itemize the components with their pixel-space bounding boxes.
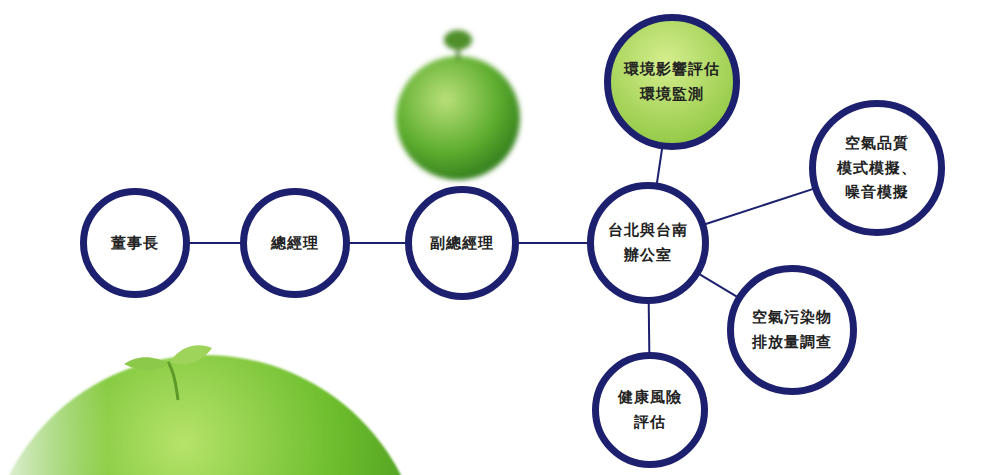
node-text-group: 總經理 [271,231,319,256]
node-label: 總經理 [271,231,319,256]
node-text-group: 董事長 [111,231,159,256]
circle-node: 台北與台南 辦公室 [587,182,709,304]
node-text-group: 副總經理 [430,231,494,256]
connector-line [699,274,737,297]
circle-outline [727,265,857,395]
circle-outline [592,352,708,468]
circle-node: 空氣品質 模式模擬、 噪音模擬 [809,100,945,236]
circle-outline [587,182,709,304]
node-label: 健康風險 評估 [618,385,682,435]
node-label: 空氣品質 模式模擬、 噪音模擬 [837,131,917,205]
node-text-group: 空氣污染物 排放量調查 [752,305,832,355]
node-text-group: 環境影響評估 環境監測 [624,57,720,107]
circle-node: 環境影響評估 環境監測 [604,14,740,150]
node-label: 副總經理 [430,231,494,256]
node-text-group: 空氣品質 模式模擬、 噪音模擬 [837,131,917,205]
circle-node: 總經理 [240,188,350,298]
connector-line [349,242,406,244]
connector-line [648,303,651,353]
node-label: 台北與台南 辦公室 [608,218,688,268]
node-text-group: 健康風險 評估 [618,385,682,435]
connector-line [518,242,588,244]
connector-line [705,189,813,224]
circle-node: 董事長 [80,188,190,298]
node-label: 環境影響評估 環境監測 [624,57,720,107]
grass-globe [0,340,430,475]
connector-line [657,148,662,183]
circle-outline [604,14,740,150]
circle-node: 健康風險 評估 [592,352,708,468]
circle-node: 空氣污染物 排放量調查 [727,265,857,395]
node-label: 董事長 [111,231,159,256]
node-text-group: 台北與台南 辦公室 [608,218,688,268]
blurred-globe [396,30,520,180]
connector-line [189,242,241,244]
circle-node: 副總經理 [405,186,519,300]
node-label: 空氣污染物 排放量調查 [752,305,832,355]
